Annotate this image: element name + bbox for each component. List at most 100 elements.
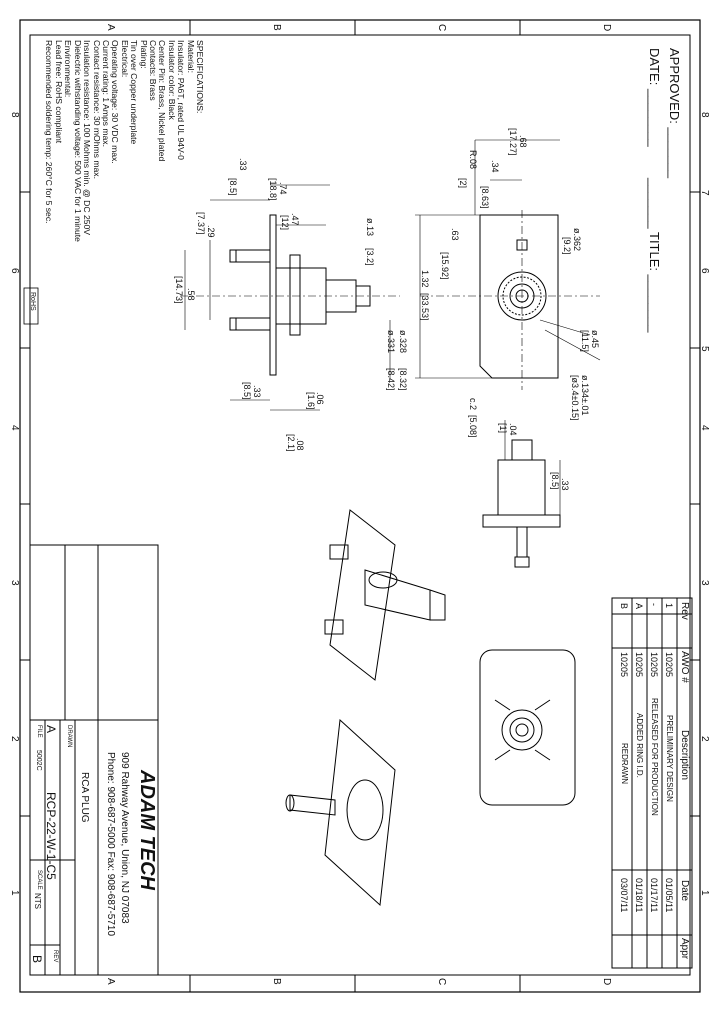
dim-label: [5.08] <box>468 415 478 438</box>
dim-label: [11.5] <box>580 330 590 352</box>
dim-label: [8.5] <box>242 382 252 400</box>
dim-label: ø.134±.01 <box>580 375 590 416</box>
zone-right-5: 5 <box>699 346 710 352</box>
spec-line: Recommended soldering temp: 260°C for 5 … <box>44 40 55 224</box>
dim-label: [8.63] <box>480 186 490 209</box>
spec-line: Electrical: <box>119 40 130 78</box>
zone-right-3: 3 <box>699 580 710 586</box>
dim-label: [9.2] <box>562 237 572 255</box>
dim-label: .47 <box>290 213 300 226</box>
revision-table <box>611 597 693 969</box>
dim-label: ø.331 <box>386 330 396 354</box>
rev-cell: ADDED RING I.D. <box>635 713 644 778</box>
iso-view-3 <box>479 649 576 806</box>
rev-value: B <box>30 955 44 964</box>
spec-line: Contact resistance: 30 mOhms max. <box>91 40 102 179</box>
end-view <box>482 439 561 568</box>
dimension-lines <box>184 139 601 515</box>
dim-label: 1.32 <box>420 270 430 288</box>
rev-label: REV <box>52 950 58 963</box>
dim-label: R.08 <box>468 150 478 170</box>
rev-header-rev: Rev <box>679 602 690 620</box>
spec-line: Insulator: PA6T, rated UL 94V-0 <box>176 40 187 160</box>
size-letter: A <box>44 725 58 734</box>
iso-view-1 <box>324 509 446 681</box>
scale-value: NTS <box>33 893 42 909</box>
spec-line: Insulator color: Black <box>166 40 177 120</box>
spec-line: Center Pin: Brass, Nickel plated <box>157 40 168 162</box>
outer-border <box>19 19 701 993</box>
dim-label: .29 <box>206 225 216 238</box>
top-view <box>415 210 600 390</box>
zone-bottom-c: C <box>436 978 447 986</box>
spec-line: Contacts: Brass <box>147 40 158 101</box>
iso-view-2 <box>285 718 396 907</box>
zone-left-4: 4 <box>9 425 20 431</box>
company-name: ADAM TECH <box>136 770 158 890</box>
dim-label: [17.27] <box>508 128 518 156</box>
rev-cell: B <box>619 603 629 610</box>
file-label: FILE <box>36 725 42 738</box>
zone-left-2: 2 <box>9 736 20 742</box>
dim-label: [14.73] <box>174 276 184 304</box>
rev-cell: - <box>649 603 659 606</box>
dim-label: [8.42] <box>386 368 396 391</box>
dim-label: c.2 <box>468 398 478 411</box>
spec-line: Insulation resistance: 100 Mohms min. @ … <box>82 40 93 236</box>
dim-label: [3.2] <box>365 248 375 266</box>
dim-label: .33 <box>560 478 570 491</box>
dim-label: .04 <box>508 423 518 436</box>
spec-line: Material: <box>185 40 196 73</box>
rev-header-date: Date <box>679 880 690 902</box>
rev-cell: 10205 <box>634 652 644 678</box>
company-address: 909 Rahway Avenue, Union, NJ 07083 <box>119 752 130 924</box>
side-view <box>180 214 400 376</box>
title-label: _______ TITLE: ________ <box>647 178 662 333</box>
dim-label: .08 <box>295 438 305 451</box>
dim-label: ø.45 <box>590 330 600 349</box>
zone-left-6: 6 <box>9 268 20 274</box>
dim-label: [7.37] <box>196 212 206 235</box>
dim-label: .63 <box>450 228 460 241</box>
dim-label: [2] <box>458 178 468 189</box>
dim-label: [18.8] <box>268 178 278 201</box>
zone-right-4: 4 <box>699 425 710 431</box>
spec-line: Environmental: <box>63 40 74 98</box>
rev-cell: 01/05/11 <box>664 878 674 913</box>
company-phone: Phone: 908-687-5000 Fax: 908-687-5710 <box>105 752 116 937</box>
scale-label: SCALE <box>36 870 42 890</box>
date-label: DATE: ________ <box>647 48 662 147</box>
rohs-logo: RoHS <box>29 292 36 311</box>
zone-right-6: 6 <box>699 268 710 274</box>
spec-line: Operating voltage: 30 VDC max. <box>110 40 121 164</box>
dim-label: ø.362 <box>572 228 582 252</box>
zone-left-1: 1 <box>9 890 20 896</box>
rev-cell: REDRAWN <box>620 743 629 785</box>
zone-right-8: 8 <box>699 112 710 118</box>
zone-top-c: C <box>436 24 447 32</box>
dim-label: .68 <box>518 135 528 148</box>
rev-cell: 10205 <box>619 652 629 678</box>
dim-label: [1.6] <box>306 392 316 410</box>
dim-label: .58 <box>186 288 196 301</box>
spec-line: Dielectric withstanding voltage: 500 VAC… <box>72 40 83 242</box>
dim-label: .74 <box>278 182 288 195</box>
dim-label: [8.32] <box>398 368 408 391</box>
specifications-block: SPECIFICATIONS: Material: Insulator: PA6… <box>44 40 206 242</box>
file-number: 5002C <box>35 750 42 771</box>
dim-label: .34 <box>490 160 500 173</box>
rev-cell: RELEASED FOR PRODUCTION <box>650 698 659 816</box>
rev-cell: 03/07/11 <box>619 878 629 913</box>
dim-label: .33 <box>252 385 262 398</box>
drawn-label: DRAWN <box>66 725 72 748</box>
spec-line: Lead free: RoHS compliant <box>53 40 64 144</box>
zone-top-b: B <box>271 24 282 31</box>
spec-line: Current rating: 1 Amps max. <box>100 40 111 147</box>
rev-cell: A <box>634 603 644 610</box>
dim-label: [12] <box>280 215 290 231</box>
part-description: RCA PLUG <box>79 772 90 823</box>
zone-right-2: 2 <box>699 736 710 742</box>
inner-border <box>29 34 691 976</box>
